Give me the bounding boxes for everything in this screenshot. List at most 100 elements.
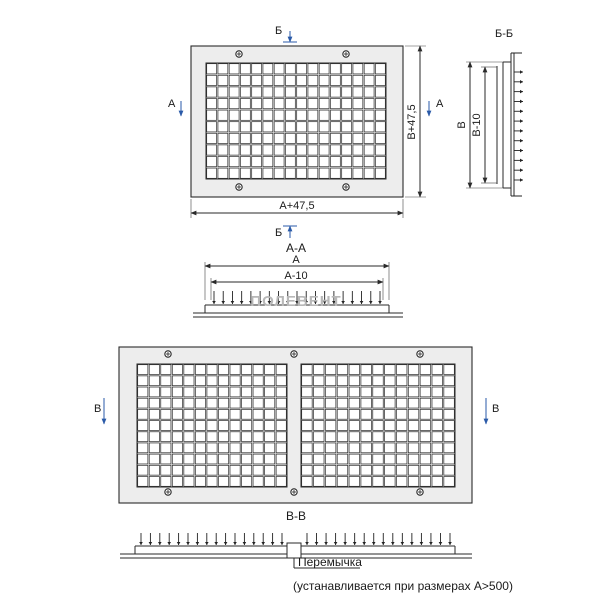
louvre-cell xyxy=(171,364,183,375)
louvre-cell xyxy=(325,442,337,454)
screw-icon xyxy=(164,350,172,358)
louvre-cell xyxy=(160,420,172,431)
louvre-cell xyxy=(217,63,229,75)
louvre-cell xyxy=(160,364,172,375)
louvre-cell xyxy=(285,109,296,121)
louvre-cell xyxy=(160,464,172,476)
louvre-cell xyxy=(285,74,296,86)
louvre-cell xyxy=(275,364,287,375)
fin xyxy=(359,291,364,304)
louvre-cell xyxy=(301,420,313,431)
louvre-cell xyxy=(330,74,341,86)
louvre-cell xyxy=(307,156,319,168)
fin xyxy=(205,533,209,545)
louvre-cell xyxy=(228,156,240,168)
louvre-cell xyxy=(336,375,349,387)
louvre-cell xyxy=(318,98,330,110)
louvre-cell xyxy=(384,442,396,454)
fin xyxy=(514,129,523,133)
section-vv-title: В-В xyxy=(286,509,306,523)
louvre-cell xyxy=(330,109,341,121)
louvre-cell xyxy=(372,453,384,465)
louvre-cell xyxy=(363,109,375,121)
louvre-cell xyxy=(218,464,229,476)
louvre-cell xyxy=(217,98,229,110)
louvre-cell xyxy=(325,420,337,431)
fin xyxy=(514,158,523,163)
louvre-cell xyxy=(262,63,274,75)
fin xyxy=(514,89,523,94)
louvre-cell xyxy=(313,397,325,409)
louvre-cell xyxy=(341,98,352,110)
louvre-cell xyxy=(330,86,341,98)
louvre-cell xyxy=(330,121,341,133)
louvre-cell xyxy=(217,109,229,121)
louvre-cell xyxy=(443,397,455,409)
louvre-cell xyxy=(251,144,262,156)
louvre-cell xyxy=(360,464,372,476)
louvre-cell xyxy=(273,167,285,179)
louvre-cell xyxy=(229,442,241,454)
louvre-cell xyxy=(348,431,360,442)
louvre-cell xyxy=(375,156,386,168)
fin xyxy=(322,291,327,304)
louvre-cell xyxy=(137,397,149,409)
louvre-cell xyxy=(241,397,253,409)
louvre-cell xyxy=(307,74,319,86)
louvre-cell xyxy=(296,121,307,133)
louvre-cell xyxy=(318,121,330,133)
louvre-cell xyxy=(264,476,276,487)
louvre-cell xyxy=(407,464,420,476)
louvre-cell xyxy=(241,453,253,465)
louvre-cell xyxy=(419,464,431,476)
louvre-cell xyxy=(137,420,149,431)
louvre-cell xyxy=(348,386,360,398)
louvre-cell xyxy=(407,431,420,442)
louvre-cell xyxy=(396,453,408,465)
fin xyxy=(280,533,284,545)
louvre-cell xyxy=(228,132,240,144)
louvre-cell xyxy=(407,397,420,409)
screw-icon xyxy=(290,350,298,358)
louvre-cell xyxy=(296,167,307,179)
louvre-cell xyxy=(352,167,364,179)
louvre-cell xyxy=(273,132,285,144)
fin xyxy=(270,533,275,545)
louvre-cell xyxy=(241,375,253,387)
louvre-cell xyxy=(348,442,360,454)
louvre-cell xyxy=(206,442,218,454)
fin xyxy=(400,533,405,545)
louvre-cell xyxy=(341,167,352,179)
fin xyxy=(514,80,523,84)
louvre-cell xyxy=(228,63,240,75)
section-vv-view: В-В Перемычка (устанавливается при разме… xyxy=(120,509,513,593)
louvre-cell xyxy=(325,476,337,487)
louvre-cell xyxy=(206,63,217,75)
louvre-cell xyxy=(318,144,330,156)
fin xyxy=(514,138,523,143)
louvre-cell xyxy=(372,386,384,398)
louvre-cell xyxy=(396,420,408,431)
louvre-cell xyxy=(431,442,443,454)
front-view-single-grille: A+47,5 B+47,5 Б Б А А xyxy=(168,25,444,239)
louvre-cell xyxy=(307,98,319,110)
louvre-cell xyxy=(307,121,319,133)
louvre-cell xyxy=(285,156,296,168)
louvre-cell xyxy=(363,121,375,133)
fin xyxy=(195,533,200,545)
louvre-cell xyxy=(348,397,360,409)
louvre-cell xyxy=(206,74,217,86)
fin xyxy=(285,291,290,304)
louvre-cell xyxy=(171,397,183,409)
jumper-note: (устанавливается при размерах A>500) xyxy=(293,579,513,593)
fin xyxy=(242,533,247,545)
louvre-cell xyxy=(206,132,217,144)
louvre-cell xyxy=(241,431,253,442)
louvre-cell xyxy=(206,109,217,121)
louvre-cell xyxy=(218,431,229,442)
louvre-cell xyxy=(240,167,251,179)
louvre-cell xyxy=(160,453,172,465)
louvre-cell xyxy=(372,364,384,375)
louvre-cell xyxy=(407,386,420,398)
louvre-cell xyxy=(360,442,372,454)
